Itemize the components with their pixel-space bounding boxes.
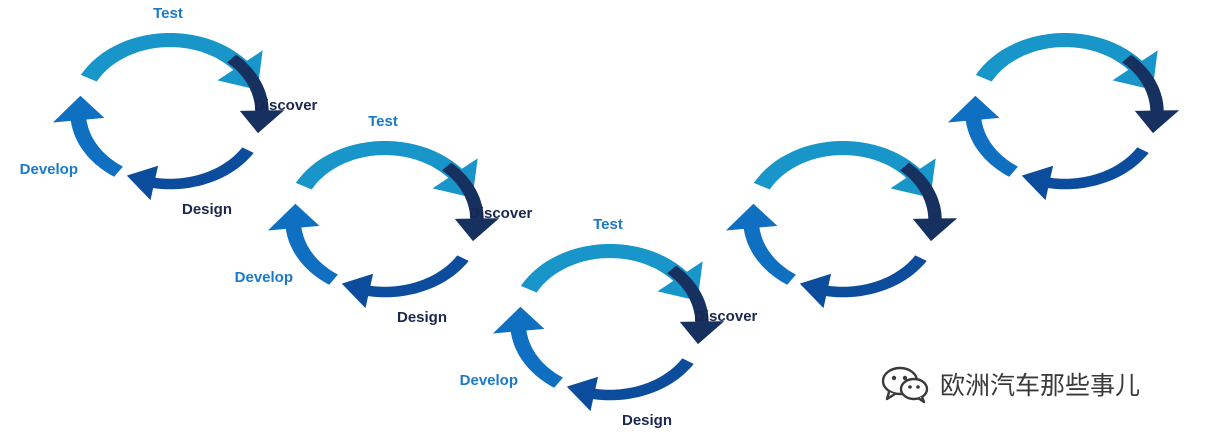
cycle-2-design-arrow [341, 255, 469, 309]
cycle-3-design-label: Design [622, 412, 672, 429]
cycle-2-discover-label: Discover [469, 205, 533, 222]
cycle-4-discover-arrow [900, 162, 958, 242]
cycle-1-develop-arrow [52, 95, 123, 177]
cycle-3-design-arrow [566, 358, 694, 412]
cycle-3-discover-label: Discover [694, 308, 758, 325]
cycle-5-develop-arrow [947, 95, 1018, 177]
cycle-3-discover-arrow [667, 265, 725, 345]
cycle-1-discover-arrow [227, 54, 285, 134]
cycle-1-design-label: Design [182, 201, 232, 218]
watermark-text: 欧洲汽车那些事儿 [940, 371, 1141, 400]
cycle-5-test-arrow [975, 33, 1158, 90]
cycle-1-test-label: Test [153, 5, 183, 22]
cycle-3-develop-arrow [492, 306, 563, 388]
cycle-5-design-arrow [1021, 147, 1149, 201]
cycle-4-design-arrow [799, 255, 927, 309]
cycle-1-develop-label: Develop [20, 161, 78, 178]
cycle-2-discover-arrow [442, 162, 500, 242]
cycle-2-develop-label: Develop [235, 269, 293, 286]
cycle-3-test-arrow [520, 244, 703, 301]
cycle-1-test-arrow [80, 33, 263, 90]
cycle-4-develop-arrow [725, 203, 796, 285]
cycle-2-design-label: Design [397, 309, 447, 326]
wechat-icon [881, 366, 929, 404]
cycle-3-test-label: Test [593, 216, 623, 233]
cycle-1-design-arrow [126, 147, 254, 201]
cycle-2-test-label: Test [368, 113, 398, 130]
cycle-2-develop-arrow [267, 203, 338, 285]
cycle-3-develop-label: Develop [460, 372, 518, 389]
cycle-5-discover-arrow [1122, 54, 1180, 134]
cycle-4-test-arrow [753, 141, 936, 198]
watermark: 欧洲汽车那些事儿 [880, 364, 1140, 404]
cycle-1-discover-label: Discover [254, 97, 318, 114]
cycle-2-test-arrow [295, 141, 478, 198]
